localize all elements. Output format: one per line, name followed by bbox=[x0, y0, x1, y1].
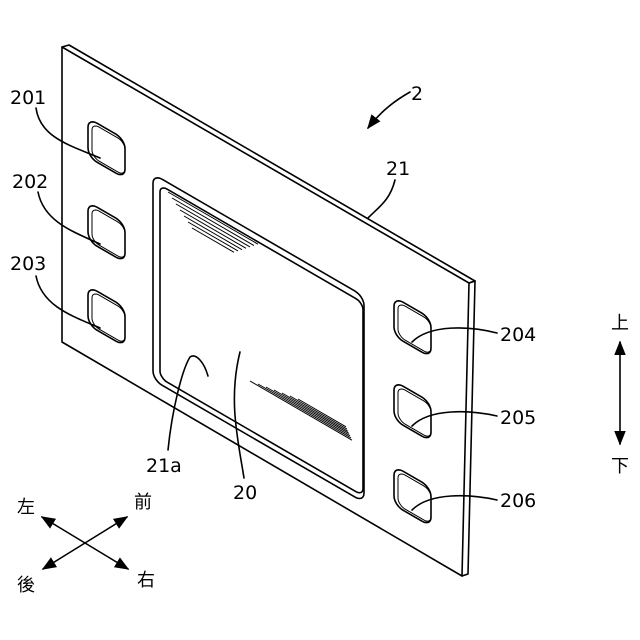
label-hole-204: 204 bbox=[500, 324, 536, 346]
label-hole-205: 205 bbox=[500, 407, 536, 429]
screen-glare-lines bbox=[168, 192, 352, 440]
hole-204-inner bbox=[398, 305, 431, 352]
device-2-arrow bbox=[368, 92, 410, 128]
hole-206 bbox=[394, 470, 431, 523]
hole-201 bbox=[88, 122, 125, 175]
direction-down-label: 下 bbox=[611, 456, 629, 477]
label-hole-203: 203 bbox=[10, 253, 46, 275]
hole-201-outer bbox=[88, 122, 125, 175]
hole-203-inner bbox=[92, 294, 125, 341]
hole-206-outer bbox=[394, 470, 431, 523]
hole-206-inner bbox=[398, 474, 431, 521]
screen-inner-edge bbox=[160, 188, 363, 493]
label-hole-201: 201 bbox=[10, 87, 46, 109]
label-plate-21: 21 bbox=[386, 158, 410, 180]
hole-203-outer bbox=[88, 290, 125, 343]
leader-202 bbox=[38, 192, 100, 244]
direction-front-label: 前 bbox=[134, 492, 152, 513]
label-hole-202: 202 bbox=[12, 171, 48, 193]
leader-21 bbox=[368, 180, 395, 218]
leader-204 bbox=[412, 328, 497, 342]
hole-205-outer bbox=[394, 385, 431, 438]
leader-206 bbox=[412, 496, 497, 510]
screen-20 bbox=[153, 178, 364, 499]
leader-205 bbox=[412, 412, 497, 426]
hole-202 bbox=[88, 206, 125, 259]
hole-202-inner bbox=[92, 210, 125, 257]
leader-203 bbox=[36, 276, 100, 328]
label-screen-20: 20 bbox=[233, 482, 257, 504]
direction-back-label: 後 bbox=[17, 575, 35, 596]
label-device-2: 2 bbox=[411, 83, 423, 105]
hole-204 bbox=[394, 301, 431, 354]
direction-right-label: 右 bbox=[137, 570, 155, 591]
direction-up-label: 上 bbox=[611, 313, 629, 334]
screen-outer-edge bbox=[153, 178, 364, 499]
hole-204-outer bbox=[394, 301, 431, 354]
hole-205-inner bbox=[398, 389, 431, 436]
leader-20 bbox=[234, 352, 244, 478]
direction-left-label: 左 bbox=[17, 497, 35, 518]
label-window-edge-21a: 21a bbox=[146, 455, 182, 477]
hole-202-outer bbox=[88, 206, 125, 259]
hole-201-inner bbox=[92, 126, 125, 173]
label-hole-206: 206 bbox=[500, 490, 536, 512]
hole-205 bbox=[394, 385, 431, 438]
leader-201 bbox=[36, 108, 100, 158]
hole-203 bbox=[88, 290, 125, 343]
